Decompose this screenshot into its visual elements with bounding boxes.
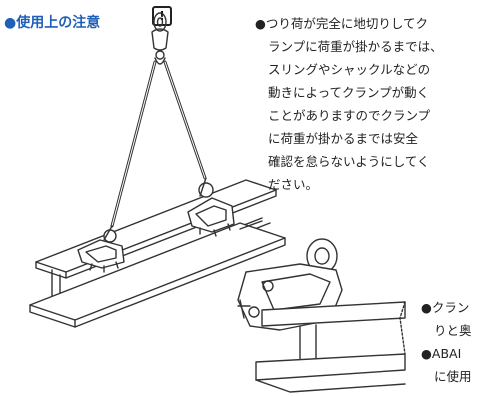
shackle: [151, 28, 169, 51]
bottom-note-line: ●ABAI: [421, 346, 462, 361]
caution-note: ●つり荷が完全に地切りしてク ランプに荷重が掛かるまでは、 スリングやシャックル…: [255, 12, 489, 196]
caution-line: ださい。: [268, 177, 319, 192]
caution-line: ことがありますのでクランプ: [268, 108, 431, 123]
bottom-note-line: ●クラン: [421, 300, 470, 315]
caution-line: に荷重が掛かるまでは安全: [268, 131, 419, 146]
clamp-left: [77, 225, 125, 273]
clamp-detail: [237, 238, 406, 393]
bottom-note-line: に使用: [434, 369, 472, 384]
hook-top: [153, 12, 167, 32]
caution-line: 確認を怠らないようにしてく: [268, 154, 430, 169]
caution-line: ●つり荷が完全に地切りしてク: [255, 16, 429, 31]
section-title: ●使用上の注意: [4, 15, 101, 31]
clamp-right: [187, 177, 235, 237]
caution-line: スリングやシャックルなどの: [268, 62, 431, 77]
bottom-note: ●クラン りと奥 ●ABAI に使用: [421, 296, 489, 388]
caution-line: 動きによってクランプが動く: [268, 85, 430, 100]
bottom-note-line: りと奥: [434, 323, 472, 338]
caution-line: ランプに荷重が掛かるまでは、: [268, 39, 443, 54]
i-beam-web: [51, 217, 271, 306]
